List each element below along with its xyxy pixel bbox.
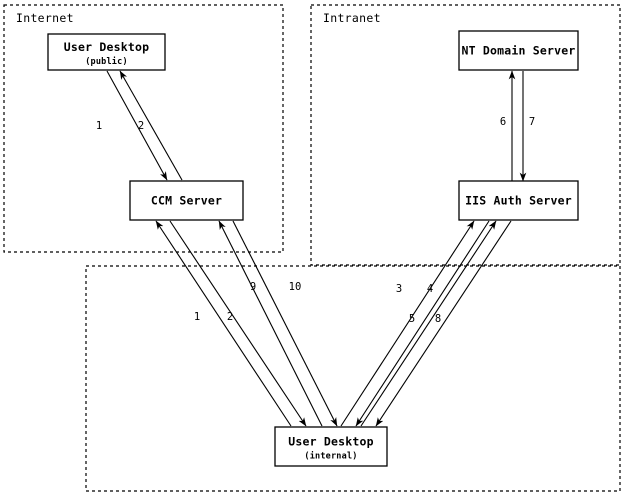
step-label-edge-7: 7 <box>529 116 535 128</box>
step-label-edge-1-internal: 1 <box>194 311 200 323</box>
step-label-edge-1-public: 1 <box>96 120 102 132</box>
step-label-edge-2-public: 2 <box>138 120 144 132</box>
flow-arrow-edge-2-internal <box>169 220 307 427</box>
zone-internal <box>85 265 621 492</box>
node-user-desktop-public[interactable]: User Desktop (public) <box>47 33 166 71</box>
flow-arrow-edge-4 <box>355 220 490 427</box>
zone-border-intranet <box>310 4 621 266</box>
flow-arrow-edge-5 <box>360 220 497 427</box>
node-label-user-desktop-public: User Desktop <box>64 40 149 54</box>
zone-intranet: Intranet <box>310 4 621 266</box>
flow-arrow-edge-1-internal <box>155 220 292 427</box>
zone-border-internet <box>3 4 284 253</box>
zone-label-internet: Internet <box>16 11 74 25</box>
flow-edges <box>106 70 527 427</box>
node-box-user-desktop-internal[interactable] <box>274 426 388 467</box>
node-sublabel-user-desktop-internal: (internal) <box>304 451 357 462</box>
flow-arrow-edge-2-public <box>119 70 183 181</box>
step-label-edge-4: 4 <box>427 283 433 295</box>
step-label-edge-2-internal: 2 <box>227 311 233 323</box>
edge-step-labels: 1 2 1 2 9 10 3 4 5 8 6 7 <box>96 116 535 325</box>
flow-arrow-edge-9 <box>218 220 323 427</box>
zone-internet: Internet <box>3 4 284 253</box>
node-box-ccm-server[interactable] <box>129 180 244 221</box>
node-label-user-desktop-internal: User Desktop <box>288 435 373 449</box>
step-label-edge-6: 6 <box>500 116 506 128</box>
node-box-user-desktop-public[interactable] <box>47 33 166 71</box>
flow-arrow-edge-10 <box>232 220 338 427</box>
node-sublabel-user-desktop-public: (public) <box>85 56 128 67</box>
step-label-edge-5: 5 <box>409 313 415 325</box>
node-iis-auth-server[interactable]: IIS Auth Server <box>458 180 579 221</box>
node-box-nt-domain-server[interactable] <box>458 30 579 71</box>
flow-arrow-edge-1-public <box>106 70 168 181</box>
zone-border-internal <box>85 265 621 492</box>
flow-arrow-edge-3 <box>340 220 475 427</box>
zone-boundaries: Internet Intranet <box>3 4 621 492</box>
node-user-desktop-internal[interactable]: User Desktop (internal) <box>274 426 388 467</box>
step-label-edge-8: 8 <box>435 313 441 325</box>
zone-label-intranet: Intranet <box>323 11 381 25</box>
node-label-nt-domain-server: NT Domain Server <box>462 44 576 58</box>
node-label-iis-auth-server: IIS Auth Server <box>465 194 572 208</box>
node-nt-domain-server[interactable]: NT Domain Server <box>458 30 579 71</box>
step-label-edge-3: 3 <box>396 283 402 295</box>
flow-arrow-edge-8 <box>375 220 512 427</box>
step-label-edge-10: 10 <box>289 281 302 293</box>
node-boxes: User Desktop (public) CCM Server NT Domain … <box>47 30 579 467</box>
node-label-ccm-server: CCM Server <box>151 194 222 208</box>
step-label-edge-9: 9 <box>250 281 256 293</box>
node-ccm-server[interactable]: CCM Server <box>129 180 244 221</box>
node-box-iis-auth-server[interactable] <box>458 180 579 221</box>
